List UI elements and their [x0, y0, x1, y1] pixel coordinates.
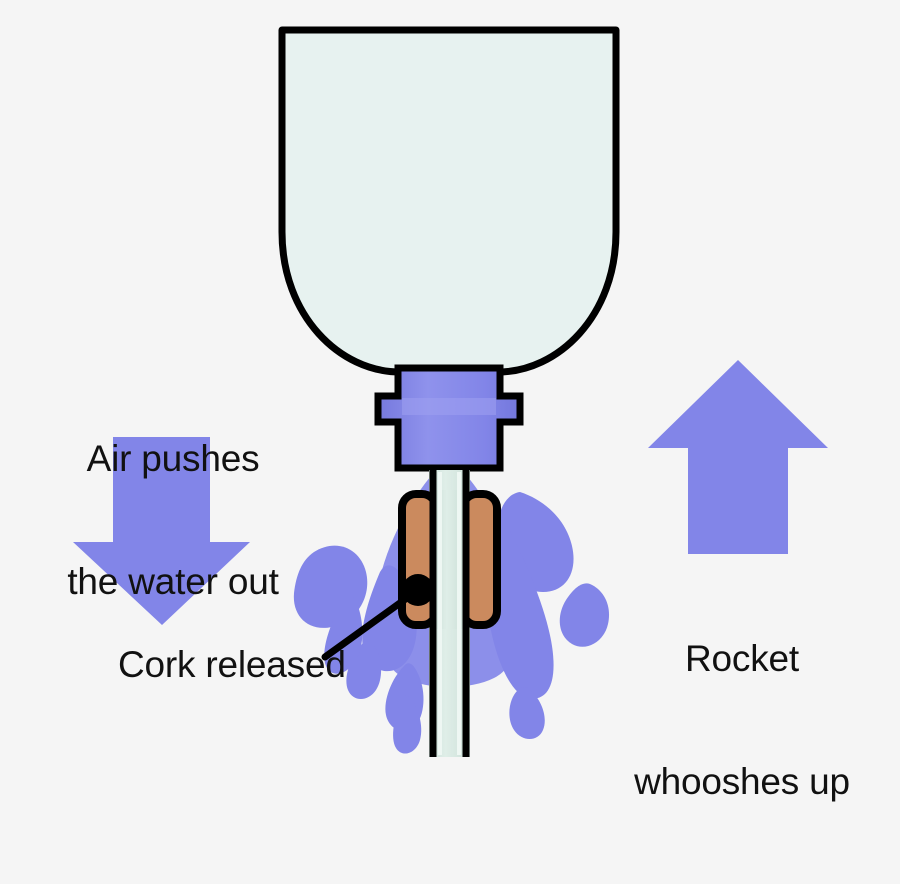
label-rocket-whooshes-line1: Rocket	[685, 638, 799, 679]
cork-leader-line	[321, 586, 422, 661]
up-arrow	[648, 360, 828, 554]
cork-group	[398, 488, 501, 631]
cork-leader-dot	[402, 574, 434, 606]
label-rocket-whooshes: Rocket whooshes up	[592, 556, 892, 884]
label-air-pushes-line1: Air pushes	[86, 438, 260, 479]
spray-droplet-bottom-left	[393, 695, 422, 754]
bottle-body	[278, 26, 620, 376]
label-air-pushes-line2: the water out	[67, 561, 279, 602]
neck-highlight	[402, 398, 496, 415]
label-air-pushes: Air pushes the water out	[18, 356, 328, 684]
label-rocket-whooshes-line2: whooshes up	[634, 761, 850, 802]
bottle-group	[278, 26, 620, 380]
label-cork-released: Cork released	[118, 644, 346, 685]
spray-droplet-right-lower	[509, 687, 545, 739]
bottle-neck	[374, 364, 524, 472]
spray-droplet-right-outer	[559, 583, 610, 647]
spray-droplet-right-long	[485, 520, 554, 699]
bottle-neck-group	[374, 364, 524, 472]
cork-leader-group	[321, 574, 434, 661]
down-arrow	[73, 437, 250, 625]
